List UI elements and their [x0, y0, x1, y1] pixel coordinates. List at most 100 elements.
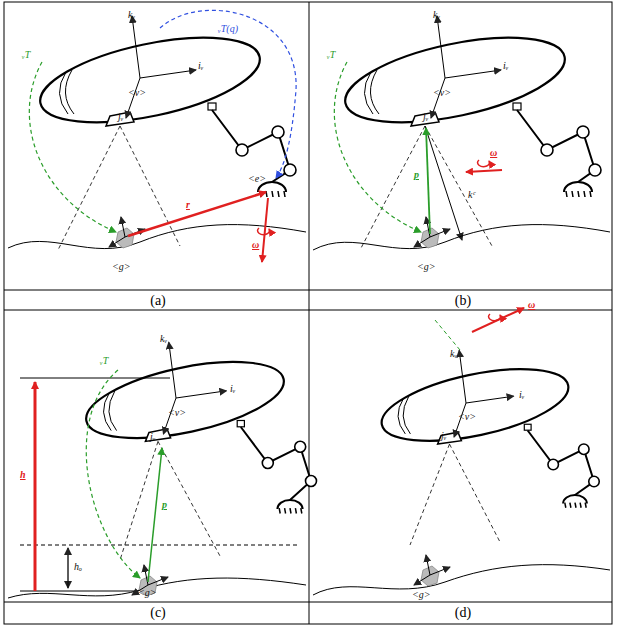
transform-arrow — [29, 62, 116, 232]
table-border — [4, 2, 612, 624]
gripper-finger — [570, 503, 571, 508]
symbol-label: jᵥ — [118, 112, 124, 122]
symbol-label: ᵥT — [22, 50, 30, 60]
symbol-label: ω — [252, 240, 259, 250]
gripper — [563, 495, 587, 504]
axis-k — [437, 16, 445, 78]
camera — [411, 112, 439, 126]
arm-joint — [262, 458, 273, 469]
terrain — [313, 225, 610, 250]
airship — [338, 22, 572, 139]
symbol-label: kᵥ — [450, 349, 457, 359]
gripper-finger — [295, 508, 296, 513]
nose-arc — [364, 72, 373, 114]
panel-caption: (d) — [455, 606, 471, 620]
transform-arrow — [86, 370, 140, 578]
gripper-finger — [590, 191, 591, 197]
panel-caption: (a) — [150, 294, 166, 308]
symbol-label: <g> — [138, 588, 157, 598]
ground-axis — [109, 237, 125, 247]
symbol-label: kᵥ — [433, 10, 440, 20]
camera-ray — [158, 441, 220, 556]
ground-axis — [414, 237, 430, 247]
transform-arrow — [334, 62, 421, 232]
gripper-finger — [278, 191, 279, 197]
axis-j — [126, 78, 140, 118]
vector-omega — [262, 198, 268, 262]
nose-arc — [65, 70, 74, 114]
height-reference — [20, 545, 300, 546]
symbol-label: ᵥT(q) — [218, 24, 238, 34]
nose-arc — [403, 397, 410, 434]
ground-axis — [414, 575, 430, 585]
axis-k — [169, 342, 176, 398]
airship-hull — [33, 22, 267, 139]
gripper-finger — [285, 508, 286, 513]
gripper-finger — [585, 503, 586, 508]
arm-link — [241, 427, 311, 500]
symbol-label: iᵥ — [198, 61, 204, 71]
symbol-label: <v> — [458, 412, 476, 422]
gripper-finger — [284, 191, 285, 197]
arm-mount — [524, 424, 531, 430]
axis-i — [466, 396, 514, 403]
axis-j — [431, 78, 445, 118]
arm-mount — [208, 103, 216, 110]
camera-ray — [425, 126, 492, 246]
table-rule — [309, 2, 310, 624]
arm-joint — [548, 459, 559, 470]
symbol-label: ω — [528, 300, 535, 310]
arm-joint — [272, 126, 284, 138]
symbol-label: p — [162, 500, 167, 510]
dashed-axis — [435, 320, 460, 350]
gripper-finger — [279, 508, 280, 513]
symbol-label: h — [20, 470, 26, 480]
axis-i — [445, 70, 501, 78]
gripper — [564, 182, 592, 192]
airship — [376, 355, 575, 454]
camera-ray — [410, 444, 450, 545]
arm-joint — [295, 441, 306, 452]
gripper — [277, 500, 302, 509]
rotation-symbol — [258, 228, 270, 235]
table-rule — [4, 290, 612, 291]
arm-mount — [513, 103, 521, 110]
airship-hull — [376, 355, 575, 454]
arm-joint — [589, 476, 600, 487]
symbol-label: <v> — [168, 408, 186, 418]
camera — [106, 112, 134, 126]
gripper-finger — [584, 191, 585, 197]
dimension-arrow — [68, 548, 69, 588]
symbol-label: r — [186, 200, 190, 210]
ground-axis — [426, 555, 430, 575]
symbol-label: iᵥ — [519, 390, 525, 400]
rotation-symbol — [478, 160, 490, 167]
ground-frame — [116, 228, 134, 248]
symbol-label: iᵥ — [503, 61, 509, 71]
height-reference — [20, 378, 170, 379]
symbol-label: iᵥ — [230, 384, 236, 394]
symbol-label: <g> — [412, 590, 431, 600]
terrain — [8, 225, 306, 249]
symbol-label: jᵥ — [423, 112, 429, 122]
nose-arc — [398, 398, 405, 434]
symbol-label: <v> — [128, 88, 146, 98]
camera-ray — [360, 126, 425, 250]
airship — [33, 22, 267, 139]
ground-frame — [421, 566, 439, 586]
gripper-finger — [272, 191, 273, 197]
gripper-finger — [578, 191, 579, 197]
symbol-label: kᵥ — [160, 334, 167, 344]
gripper-finger — [565, 503, 566, 508]
arm-joint — [541, 144, 553, 156]
table-rule — [4, 602, 612, 603]
arm-mount — [237, 421, 244, 427]
symbol-label: <e> — [248, 174, 266, 184]
ground-axis — [148, 577, 168, 585]
symbol-label: <g> — [112, 262, 131, 272]
axis-i — [176, 391, 226, 398]
symbol-label: p — [414, 170, 419, 180]
camera — [145, 429, 170, 442]
gripper-finger — [266, 191, 267, 197]
symbol-label: jᵥ — [441, 431, 447, 441]
